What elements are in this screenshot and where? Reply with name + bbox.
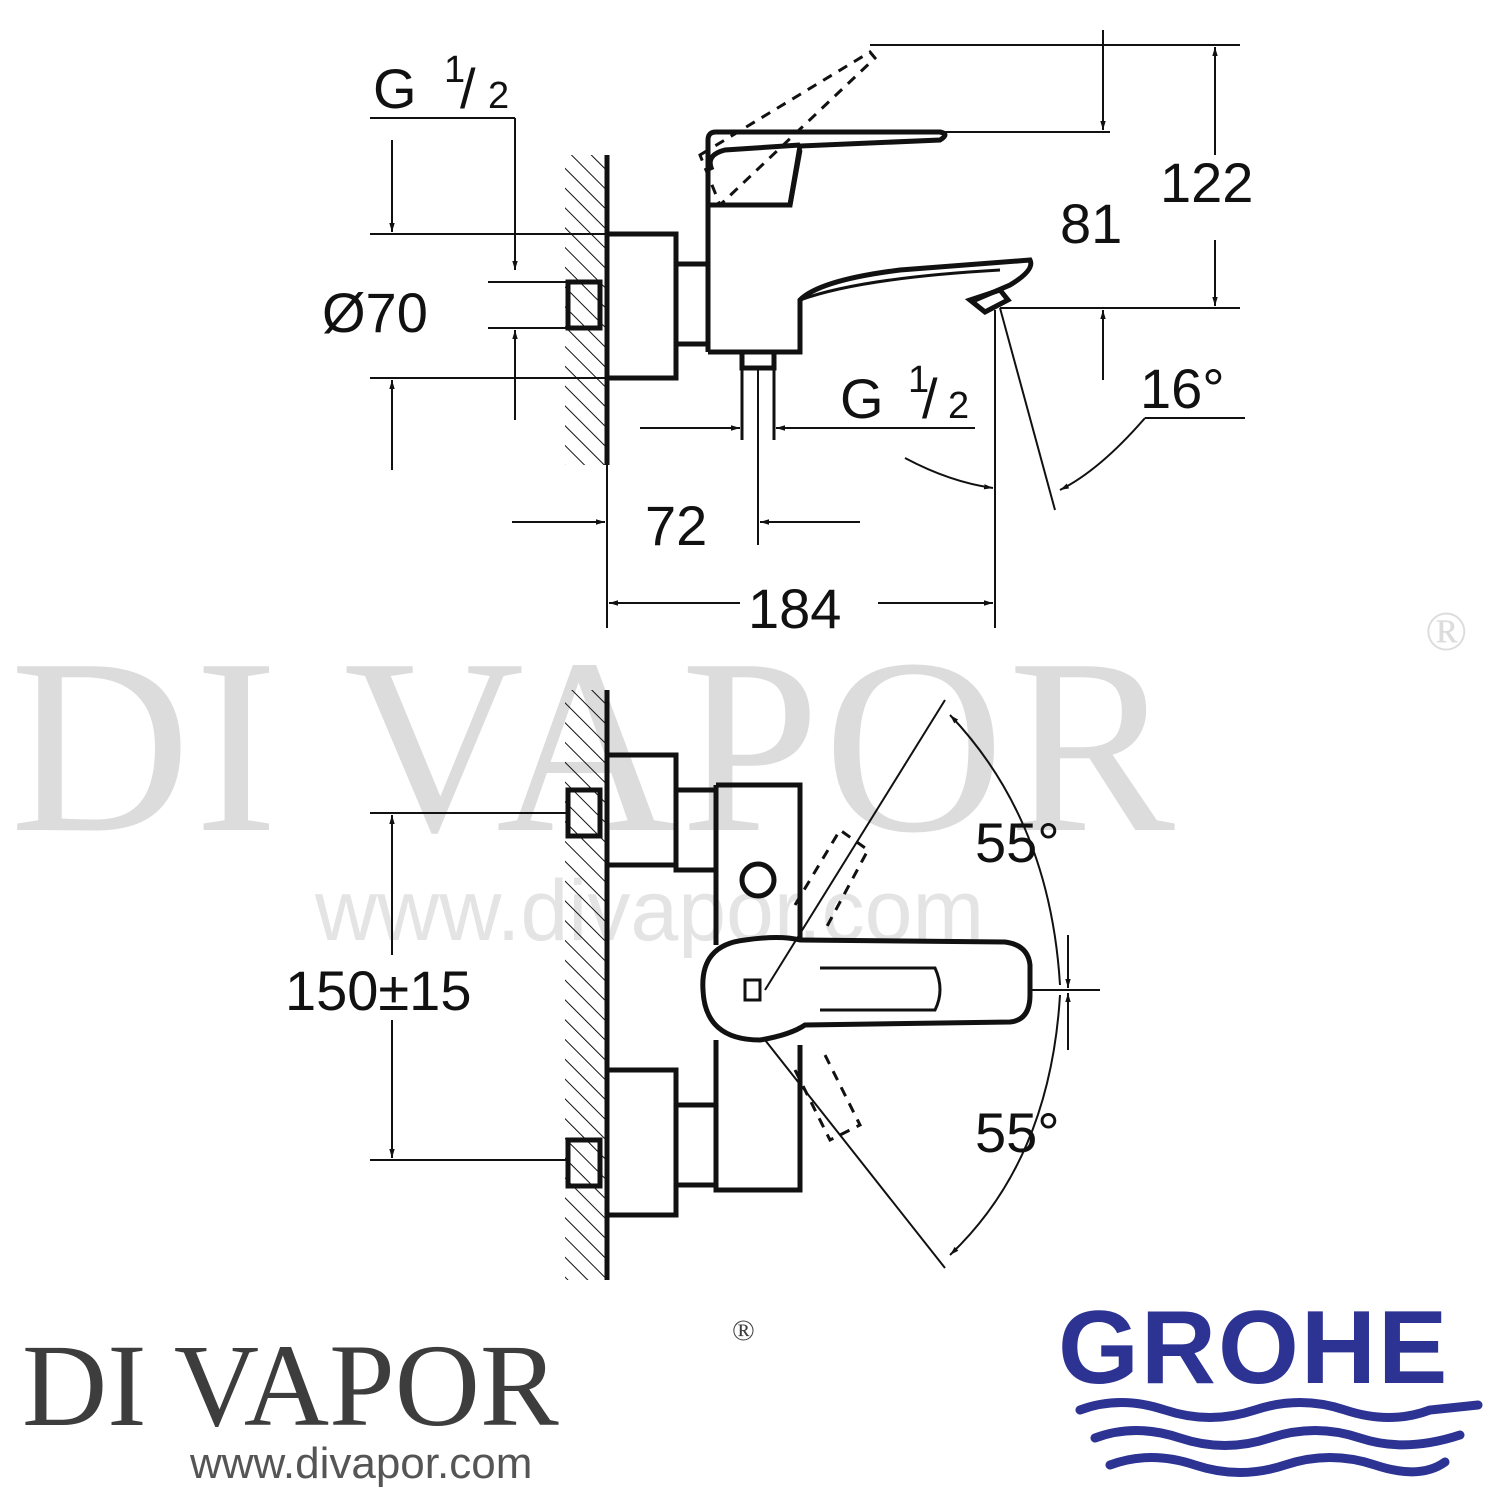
svg-text:1: 1: [444, 49, 465, 91]
lever-front: [700, 935, 1033, 1043]
spout-angle-label: 16°: [1140, 357, 1225, 420]
lever-raised-dashed: [698, 50, 878, 208]
svg-text:1: 1: [908, 359, 929, 401]
outlet-thread-label: G: [840, 367, 884, 430]
svg-text:/: /: [460, 57, 476, 120]
spout-inner: [799, 268, 1001, 302]
divapor-logo-text: DI VAPOR: [22, 1320, 559, 1451]
escutcheon: [607, 231, 679, 381]
svg-text:/: /: [922, 367, 938, 430]
total-height-label: 122: [1160, 151, 1253, 214]
grohe-waves-icon: [1075, 1398, 1483, 1477]
lever-down-dashed: [793, 1054, 863, 1143]
divapor-logo: DI VAPOR ® www.divapor.com: [22, 1314, 755, 1488]
wall-hatching-front: [565, 690, 607, 1280]
mixer-body-front: [713, 782, 803, 1193]
watermark-url: www.divapor.com: [314, 863, 984, 959]
total-projection-label: 184: [748, 577, 841, 640]
diverter-knob: [739, 861, 777, 899]
lower-connector: [565, 1137, 603, 1189]
grohe-logo-text: GROHE: [1058, 1290, 1449, 1406]
watermark: DI VAPOR ® www.divapor.com: [10, 601, 1472, 959]
lever-neck: [708, 149, 803, 208]
escutcheon-diameter-label: Ø70: [322, 281, 428, 344]
body-connector: [673, 261, 711, 347]
watermark-registered: ®: [1425, 601, 1472, 663]
lever-angle-down-label: 55°: [975, 1101, 1060, 1164]
centres-label: 150±15: [285, 959, 471, 1022]
lower-escutcheon: [607, 1067, 679, 1218]
divapor-registered: ®: [732, 1314, 755, 1347]
svg-text:2: 2: [488, 75, 509, 117]
lever: [707, 142, 801, 172]
lever-angle-up-label: 55°: [975, 811, 1060, 874]
inlet-thread-label: G: [373, 57, 417, 120]
grohe-logo: GROHE: [1058, 1290, 1483, 1477]
aerator: [964, 287, 1012, 315]
spout: [708, 257, 1034, 355]
side-elevation: G 1 / 2 Ø70 G 1 / 2 122 81: [322, 30, 1253, 640]
divapor-url: www.divapor.com: [189, 1439, 532, 1488]
wall-to-outlet-label: 72: [645, 494, 707, 557]
spout-height-label: 81: [1060, 192, 1122, 255]
lever-up-dashed: [793, 827, 870, 931]
inlet-connector: [565, 279, 603, 331]
outlet-nut: [739, 349, 777, 371]
front-elevation: 55° 55° 150±15: [285, 690, 1100, 1280]
svg-text:2: 2: [948, 385, 969, 427]
mixer-body: [705, 129, 948, 352]
